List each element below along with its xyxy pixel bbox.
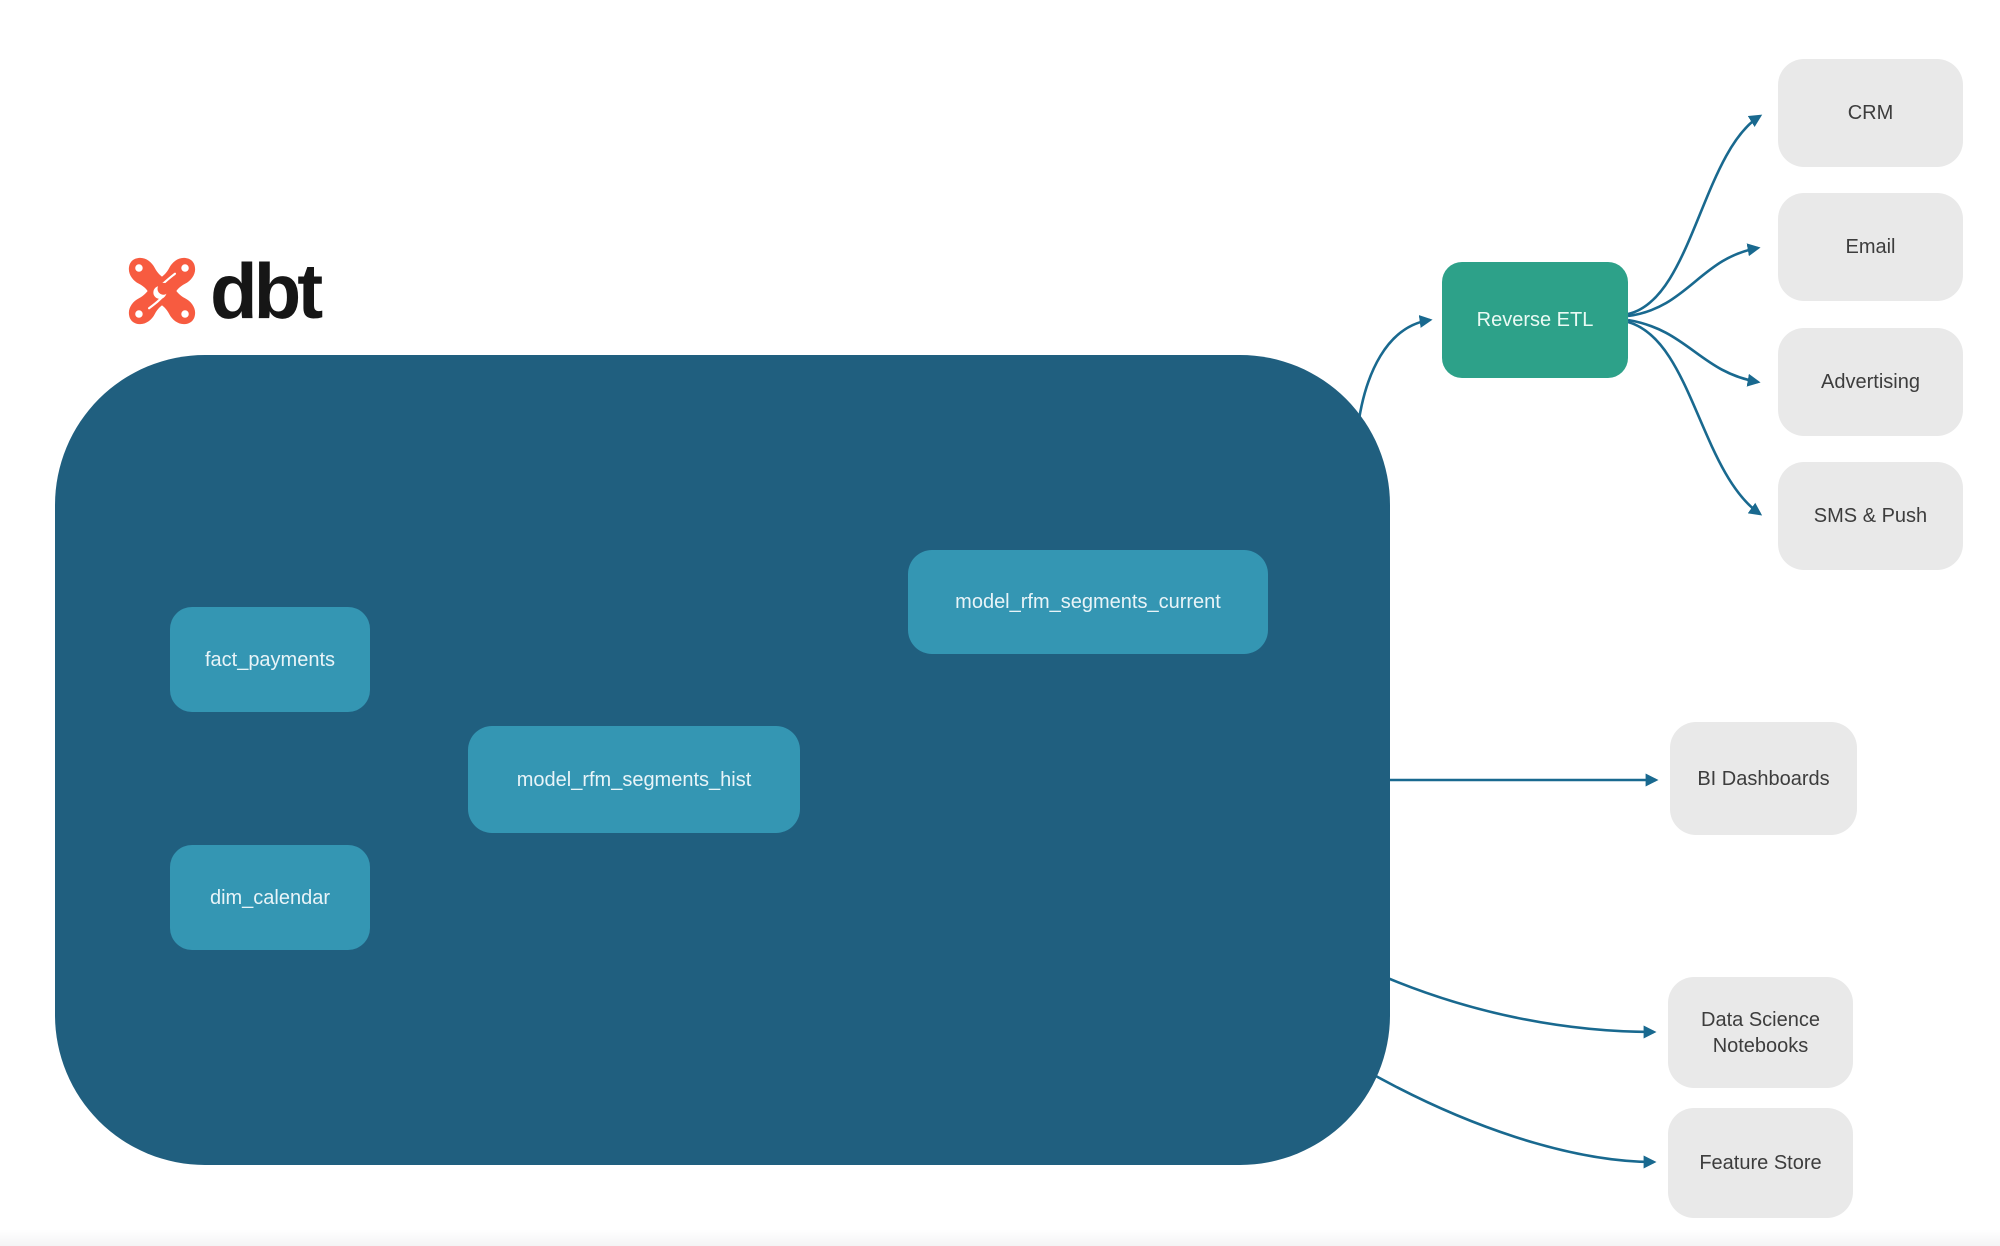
node-model-rfm-segments-hist: model_rfm_segments_hist: [468, 726, 800, 833]
dbt-star-icon: [128, 257, 196, 325]
dbt-wordmark: dbt: [210, 247, 323, 335]
node-model-rfm-segments-current: model_rfm_segments_current: [908, 550, 1268, 654]
node-label: dim_calendar: [209, 886, 331, 909]
node-label: Reverse ETL: [1476, 309, 1594, 331]
node-label: Advertising: [1821, 371, 1920, 393]
node-fact-payments: fact_payments: [170, 607, 370, 712]
node-label: Feature Store: [1699, 1152, 1822, 1174]
node-sms-push: SMS & Push: [1778, 462, 1963, 570]
node-label: fact_payments: [204, 648, 336, 671]
dbt-logo: dbt: [126, 247, 323, 335]
edge-boundary-to-feature-store: [1357, 1064, 1657, 1169]
node-data-science-notebooks: Data Science Notebooks: [1668, 977, 1853, 1088]
edge-reverse-etl-to-email: [1627, 243, 1761, 318]
node-crm: CRM: [1778, 59, 1963, 167]
node-feature-store: Feature Store: [1668, 1108, 1853, 1218]
node-advertising: Advertising: [1778, 328, 1963, 436]
node-bi-dashboards: BI Dashboards: [1670, 722, 1857, 835]
node-label: model_rfm_segments_hist: [516, 768, 752, 791]
node-label: model_rfm_segments_current: [955, 591, 1221, 613]
edge-boundary-to-data-science: [1377, 972, 1657, 1039]
edge-boundary-to-reverse-etl: [1355, 315, 1433, 435]
edge-reverse-etl-to-crm: [1627, 114, 1763, 316]
node-label: SMS & Push: [1813, 505, 1928, 527]
node-label: Email: [1845, 236, 1896, 258]
edge-reverse-etl-to-sms-push: [1627, 320, 1763, 516]
node-reverse-etl: Reverse ETL: [1442, 262, 1628, 378]
node-label: BI Dashboards: [1697, 767, 1830, 790]
node-label: CRM: [1847, 102, 1894, 124]
node-label: Data Science Notebooks: [1701, 1008, 1820, 1057]
canvas-bottom-edge: [0, 1230, 2000, 1246]
node-dim-calendar: dim_calendar: [170, 845, 370, 950]
node-email: Email: [1778, 193, 1963, 301]
edge-reverse-etl-to-advertising: [1627, 318, 1761, 387]
